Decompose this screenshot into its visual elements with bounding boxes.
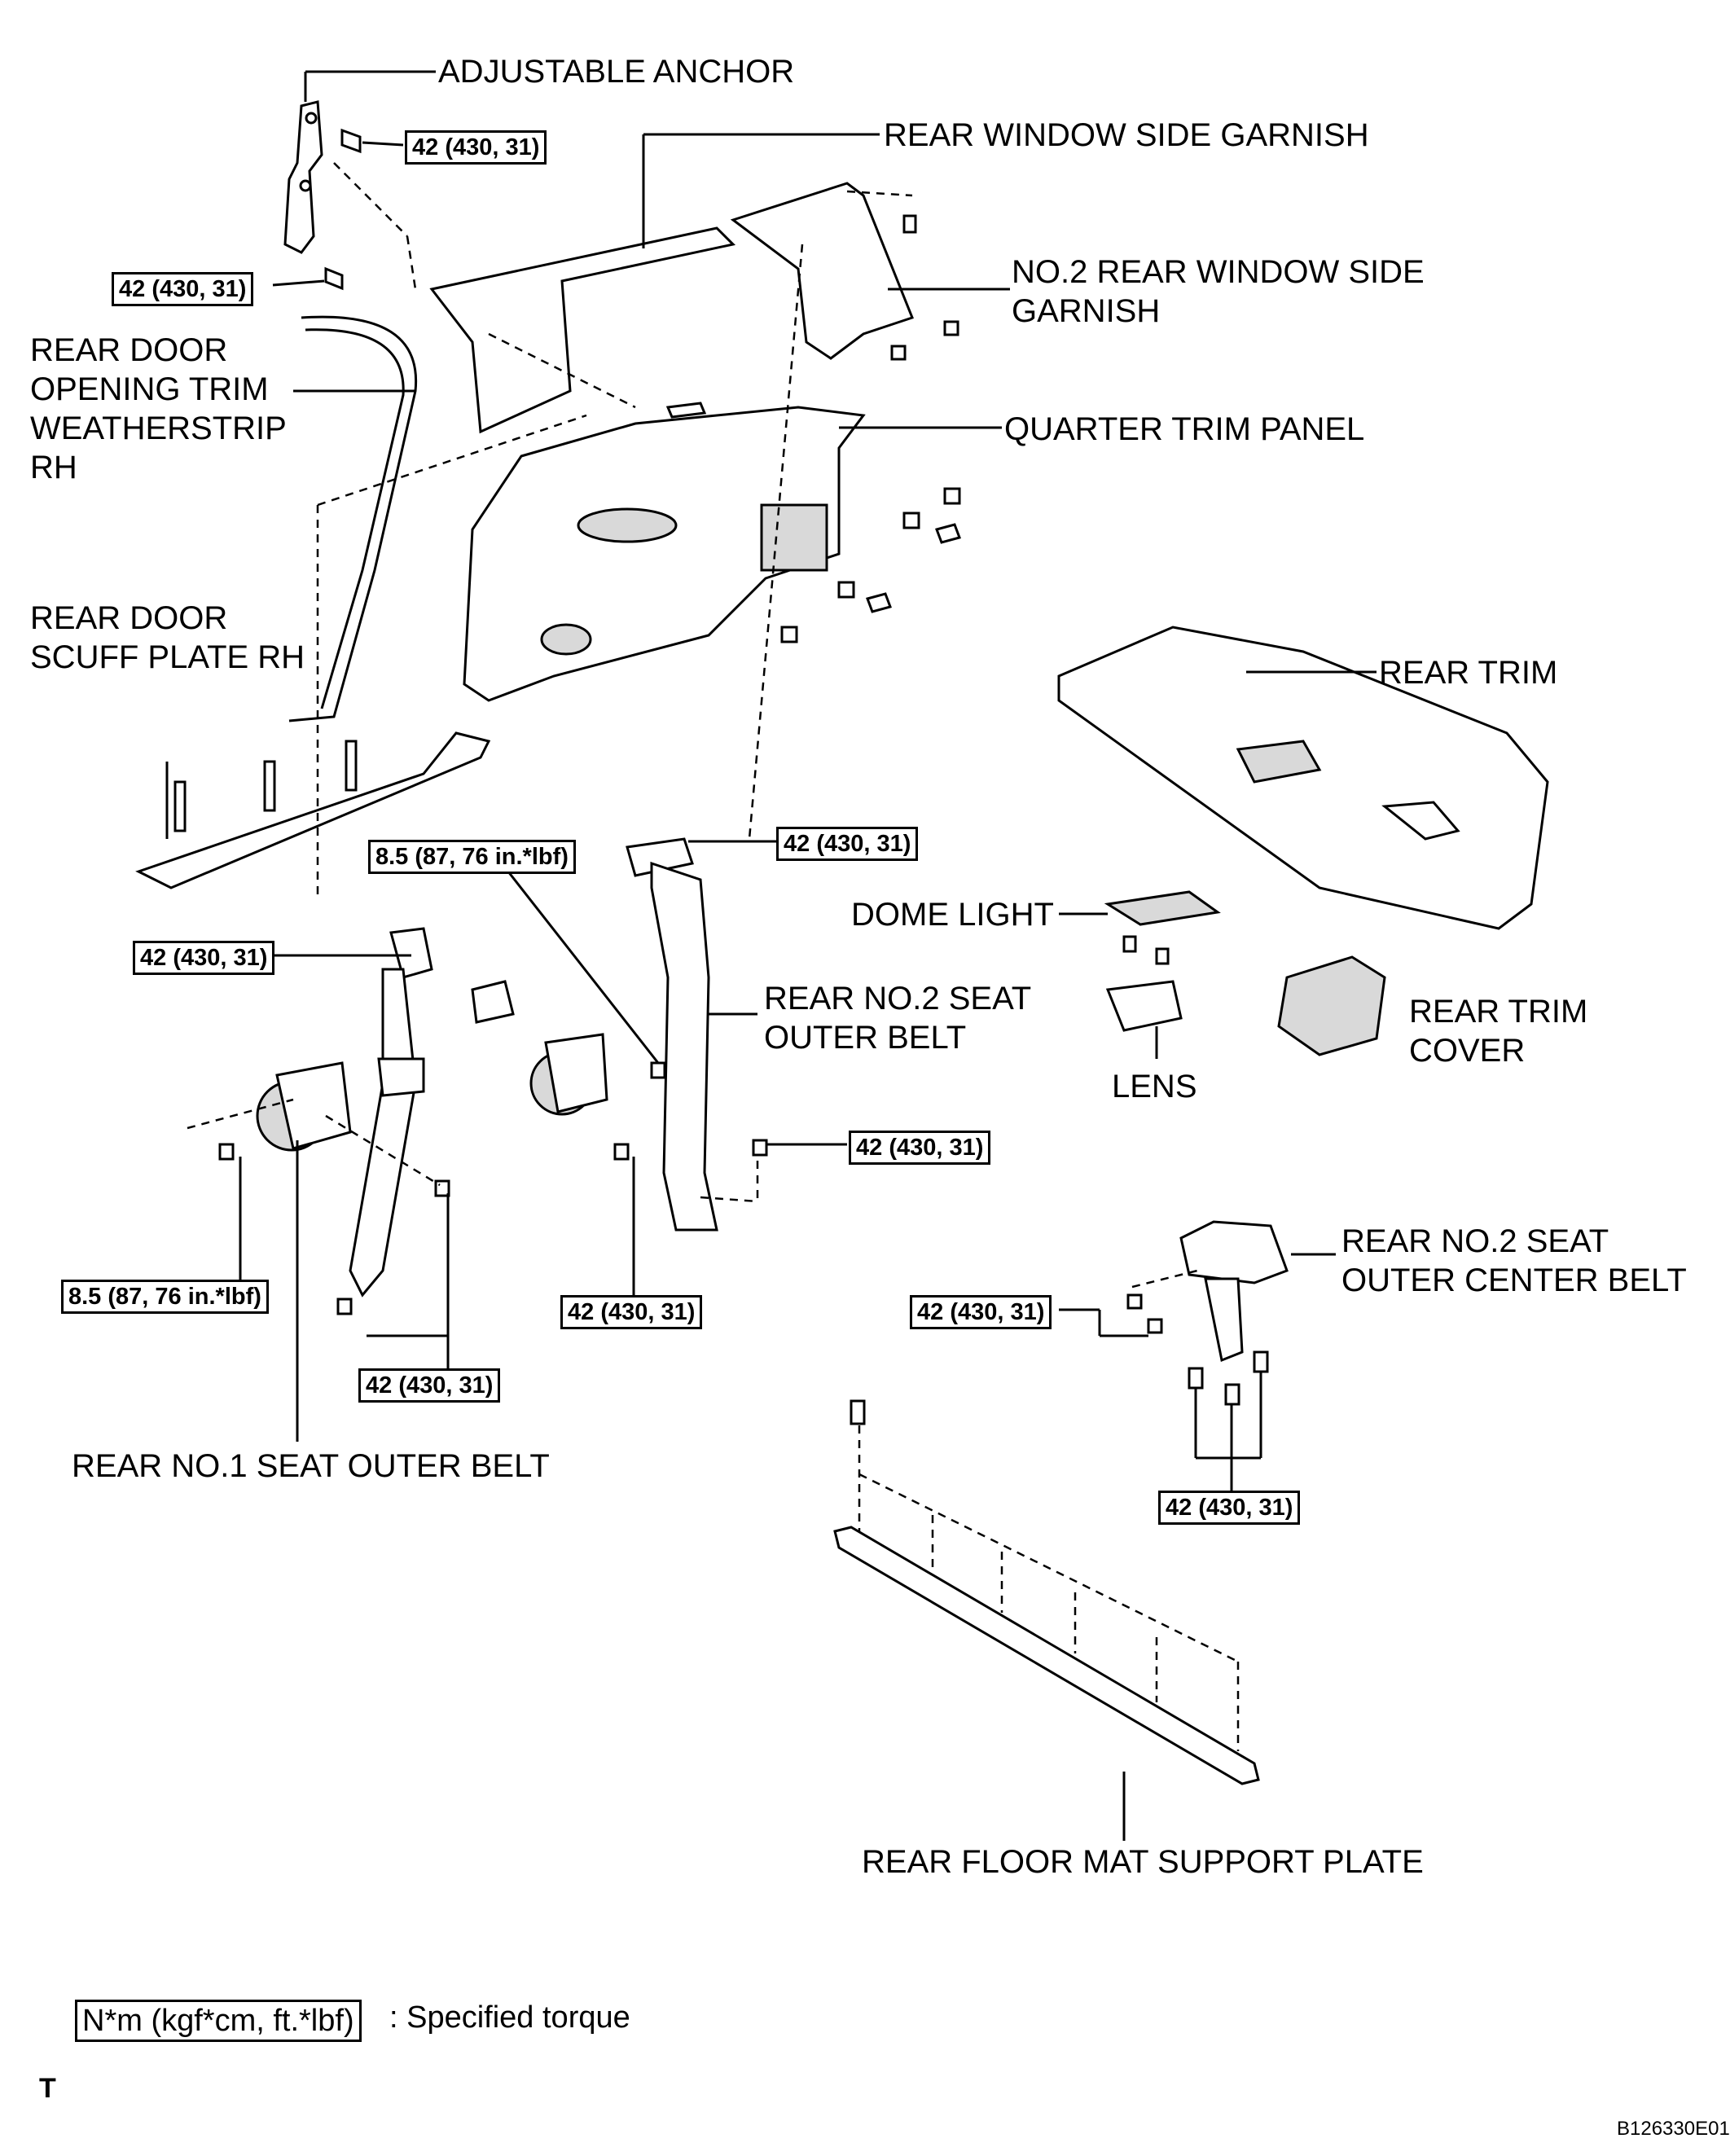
adjustable-anchor-part [283,70,436,254]
label-rear-door-opening-trim-line3: WEATHERSTRIP [30,411,287,446]
torque-spec-box: 42 (430, 31) [405,130,547,165]
label-rear-door-opening-trim-line2: OPENING TRIM [30,371,269,407]
no2-rear-window-side-garnish-part [730,182,1010,361]
lens-part [1105,980,1183,1059]
rear-window-side-garnish-part [429,133,880,434]
rear-trim-part [1057,626,1549,930]
label-rear-door-scuff-plate-line2: SCUFF PLATE RH [30,639,305,675]
label-no2-rear-window-side-garnish-line1: NO.2 REAR WINDOW SIDE [1012,254,1425,290]
rear-no1-seat-outer-belt-part [187,927,515,1442]
label-rear-floor-mat-support-plate: REAR FLOOR MAT SUPPORT PLATE [862,1844,1424,1880]
label-rear-no2-seat-outer-center-belt-line1: REAR NO.2 SEAT [1341,1223,1609,1259]
quarter-trim-panel-part [463,406,1002,702]
torque-spec-box: 42 (430, 31) [910,1295,1052,1329]
torque-spec-box: 42 (430, 31) [560,1295,703,1329]
label-quarter-trim-panel: QUARTER TRIM PANEL [1004,411,1365,447]
anchor-bolts [272,128,404,291]
label-rear-no2-seat-outer-belt-line2: OUTER BELT [764,1020,967,1056]
dome-light-part [1059,890,1221,965]
label-rear-door-opening-trim-line4: RH [30,450,77,485]
label-adjustable-anchor: ADJUSTABLE ANCHOR [438,54,795,90]
assembly-guide-lines [187,162,1240,1751]
label-lens: LENS [1112,1069,1197,1104]
label-no2-rear-window-side-garnish-line2: GARNISH [1012,293,1161,329]
quarter-trim-fasteners [665,402,961,643]
label-rear-window-side-garnish: REAR WINDOW SIDE GARNISH [884,117,1369,153]
torque-spec-box: 42 (430, 31) [358,1368,501,1403]
rear-floor-mat-support-plate-part [833,1399,1260,1841]
torque-spec-box: 42 (430, 31) [1158,1491,1301,1525]
torque-spec-box: 42 (430, 31) [133,941,275,975]
torque-spec-box: 42 (430, 31) [112,272,254,306]
torque-spec-box: 42 (430, 31) [849,1131,991,1165]
torque-spec-box: 42 (430, 31) [776,827,919,861]
figure-code: B126330E01 [1617,2118,1730,2140]
label-rear-trim: REAR TRIM [1379,655,1558,691]
rear-no2-seat-outer-belt-part [503,837,847,1295]
label-dome-light: DOME LIGHT [851,897,1054,933]
rear-door-opening-trim-weatherstrip-part [288,315,418,722]
label-rear-door-scuff-plate-line1: REAR DOOR [30,600,228,636]
rear-door-scuff-plate-part [135,731,491,889]
label-rear-trim-cover-line1: REAR TRIM [1409,994,1588,1030]
label-rear-trim-cover-line2: COVER [1409,1033,1526,1069]
torque-spec-box: 8.5 (87, 76 in.*lbf) [61,1280,269,1314]
corner-letter: T [39,2073,56,2104]
torque-spec-box: 8.5 (87, 76 in.*lbf) [368,840,576,874]
label-rear-no2-seat-outer-belt-line1: REAR NO.2 SEAT [764,981,1032,1017]
legend-torque-unit-box: N*m (kgf*cm, ft.*lbf) [75,2000,362,2042]
label-rear-no2-seat-outer-center-belt-line2: OUTER CENTER BELT [1341,1262,1687,1298]
rear-trim-cover-part [1277,955,1386,1056]
label-rear-no1-seat-outer-belt: REAR NO.1 SEAT OUTER BELT [72,1448,550,1484]
rear-no2-seat-outer-center-belt-part [1059,1220,1336,1491]
label-rear-door-opening-trim-line1: REAR DOOR [30,332,228,368]
legend-specified-torque-text: : Specified torque [389,2000,630,2035]
